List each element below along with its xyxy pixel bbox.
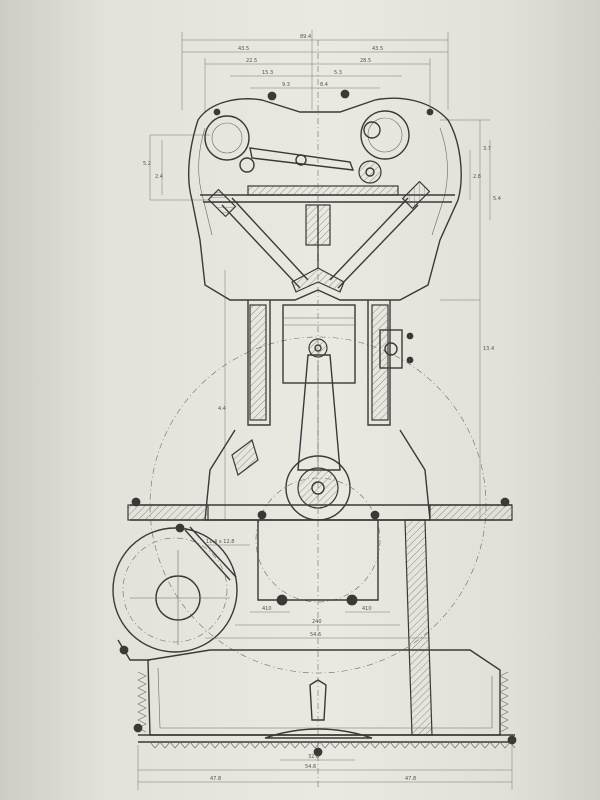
dimension-label: 2.8: [473, 174, 481, 180]
mid-dimension-labels: 240 54.6 410 410 11.4 x 12.8: [206, 539, 372, 638]
dimension-label: 3.7: [483, 146, 491, 152]
main-flange: [127, 497, 513, 521]
dimension-label: 9.3: [282, 82, 290, 88]
dimension-label: 240: [312, 619, 322, 625]
camshaft-left: [204, 115, 250, 161]
mid-dimension-lines: [205, 544, 430, 639]
cam-lobe: [358, 160, 382, 184]
rocker-arm: [249, 147, 355, 171]
dimension-label: 54.6: [305, 764, 316, 770]
dimension-label: 22.5: [246, 58, 257, 64]
dimension-label: 5.4: [493, 196, 501, 202]
side-boss: [379, 329, 403, 369]
oil-sump: [137, 40, 509, 790]
dimension-label: 5.3: [334, 70, 342, 76]
bottom-pan: [133, 723, 517, 757]
dimension-label: 15.3: [262, 70, 273, 76]
dimension-label: 54.6: [310, 632, 321, 638]
dimension-label: 11.4 x 12.8: [206, 539, 234, 545]
head-deck: [247, 185, 399, 196]
dimension-label: 4.4: [218, 406, 226, 412]
dimension-label: 32.0: [308, 754, 319, 760]
side-dimension-lines: [149, 119, 491, 520]
valve-spring-right: [401, 180, 431, 210]
dimension-label: 28.5: [360, 58, 371, 64]
dimension-label: 47.8: [210, 776, 221, 782]
cylinder-head: [187, 97, 462, 301]
top-dimension-labels: 89.4 43.5 43.5 22.5 28.5 15.3 5.3 9.3 8.…: [238, 34, 383, 88]
dimension-label: 2.4: [155, 174, 163, 180]
gear-housing: [112, 523, 238, 661]
valve-spring-left: [207, 188, 237, 218]
cylinder-block: [247, 300, 414, 471]
dimension-label: 13.4: [483, 346, 494, 352]
head-bolts: [213, 89, 434, 116]
dimension-label: 5.2: [143, 161, 151, 167]
dimension-label: 43.5: [238, 46, 249, 52]
bottom-dimension-labels: 54.6 47.8 47.8 32.0: [210, 754, 416, 782]
bottom-dimension-lines: [137, 745, 513, 790]
dimension-label: 410: [362, 606, 372, 612]
oil-pickup: [309, 679, 327, 721]
camshaft-right: [360, 110, 410, 160]
dimension-label: 47.8: [405, 776, 416, 782]
piston: [282, 304, 356, 384]
crankcase: [204, 429, 431, 606]
dimension-label: 43.5: [372, 46, 383, 52]
dimension-label: 410: [262, 606, 272, 612]
dimension-label: 89.4: [300, 34, 311, 40]
oil-passage: [404, 519, 433, 736]
connecting-rod: [297, 354, 341, 471]
dimension-label: 8.4: [320, 82, 328, 88]
top-dimension-lines: [181, 30, 449, 112]
valve-train: [207, 180, 431, 293]
side-dimension-labels: 5.2 2.4 4.4 3.7 2.8 13.4 5.4: [143, 146, 501, 412]
drain-plug-dome: [264, 728, 373, 739]
